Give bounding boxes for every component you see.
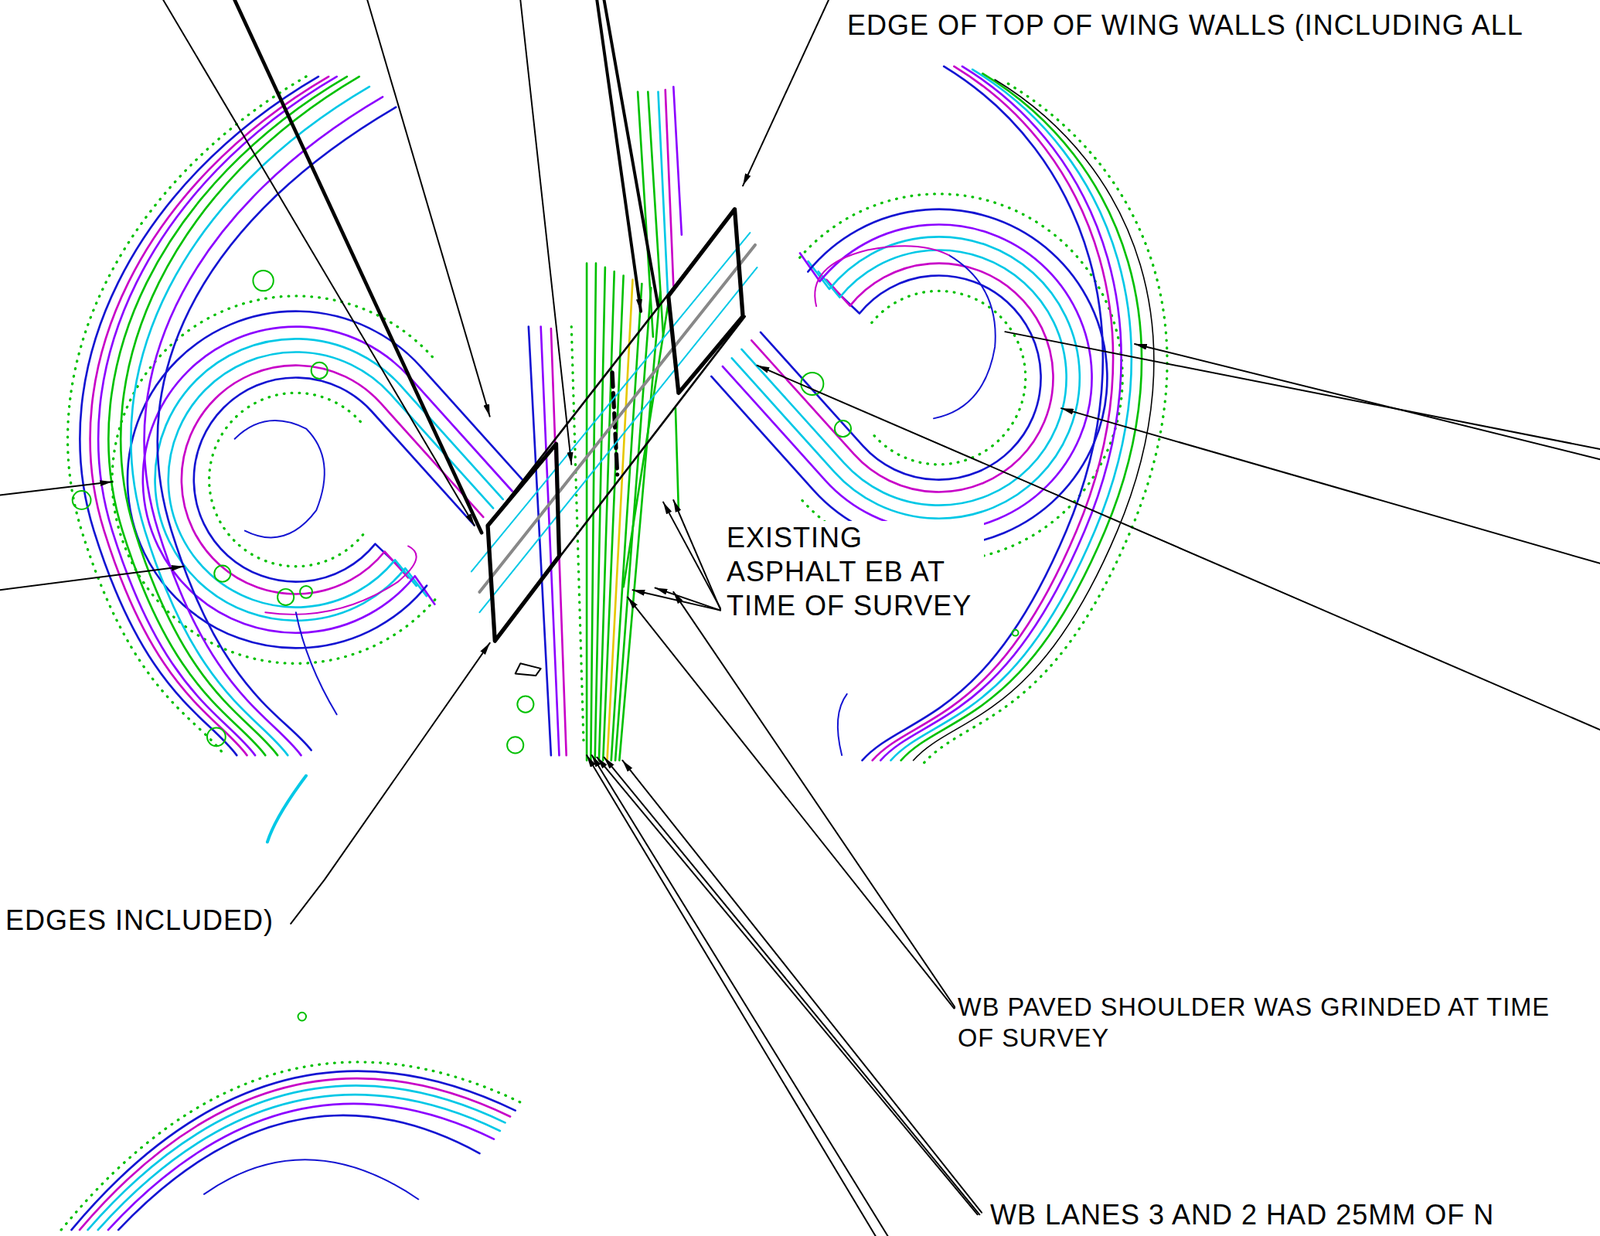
survey-note: EXISTING ASPHALT EB AT TIME OF SURVEY xyxy=(724,520,984,623)
survey-note: WB LANES 3 AND 2 HAD 25MM OF N xyxy=(987,1198,1497,1233)
left-outer-ramp xyxy=(68,76,397,842)
bridge-structure xyxy=(471,209,758,676)
highway-lanes xyxy=(528,86,682,760)
right-outer-ramp xyxy=(837,66,1168,764)
survey-note: EDGE OF TOP OF WING WALLS (INCLUDING ALL xyxy=(844,8,1526,43)
survey-note: WB PAVED SHOULDER WAS GRINDED AT TIME OF… xyxy=(955,992,1596,1054)
survey-note: EDGES INCLUDED) xyxy=(3,903,276,938)
ramp-detail xyxy=(61,1062,521,1230)
right-loop-ramp xyxy=(711,194,1123,562)
